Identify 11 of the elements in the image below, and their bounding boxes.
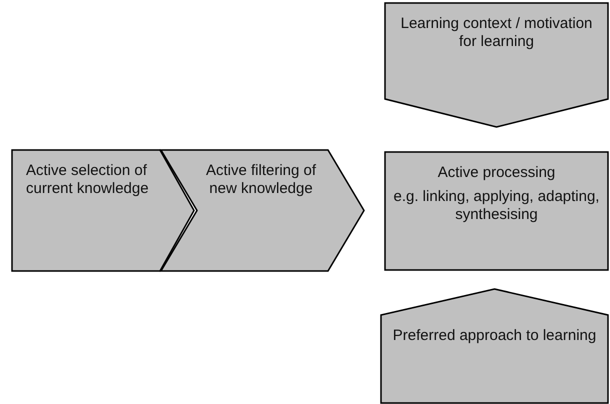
node-text: Active selection of current knowledge [26, 162, 150, 198]
up-arrow-shape [381, 289, 608, 403]
node-text: Learning context / motivation for learning [400, 15, 594, 51]
node-text: Active processing [438, 164, 556, 182]
process-box [385, 152, 608, 270]
node-text: Active filtering of new knowledge [204, 162, 318, 198]
down-arrow-shape [385, 3, 608, 127]
arrow-shape [12, 150, 194, 271]
node-text: e.g. linking, applying, adapting, synthesising [393, 188, 600, 224]
chevron-shape [161, 150, 364, 271]
node-text: Preferred approach to learning [392, 327, 596, 345]
